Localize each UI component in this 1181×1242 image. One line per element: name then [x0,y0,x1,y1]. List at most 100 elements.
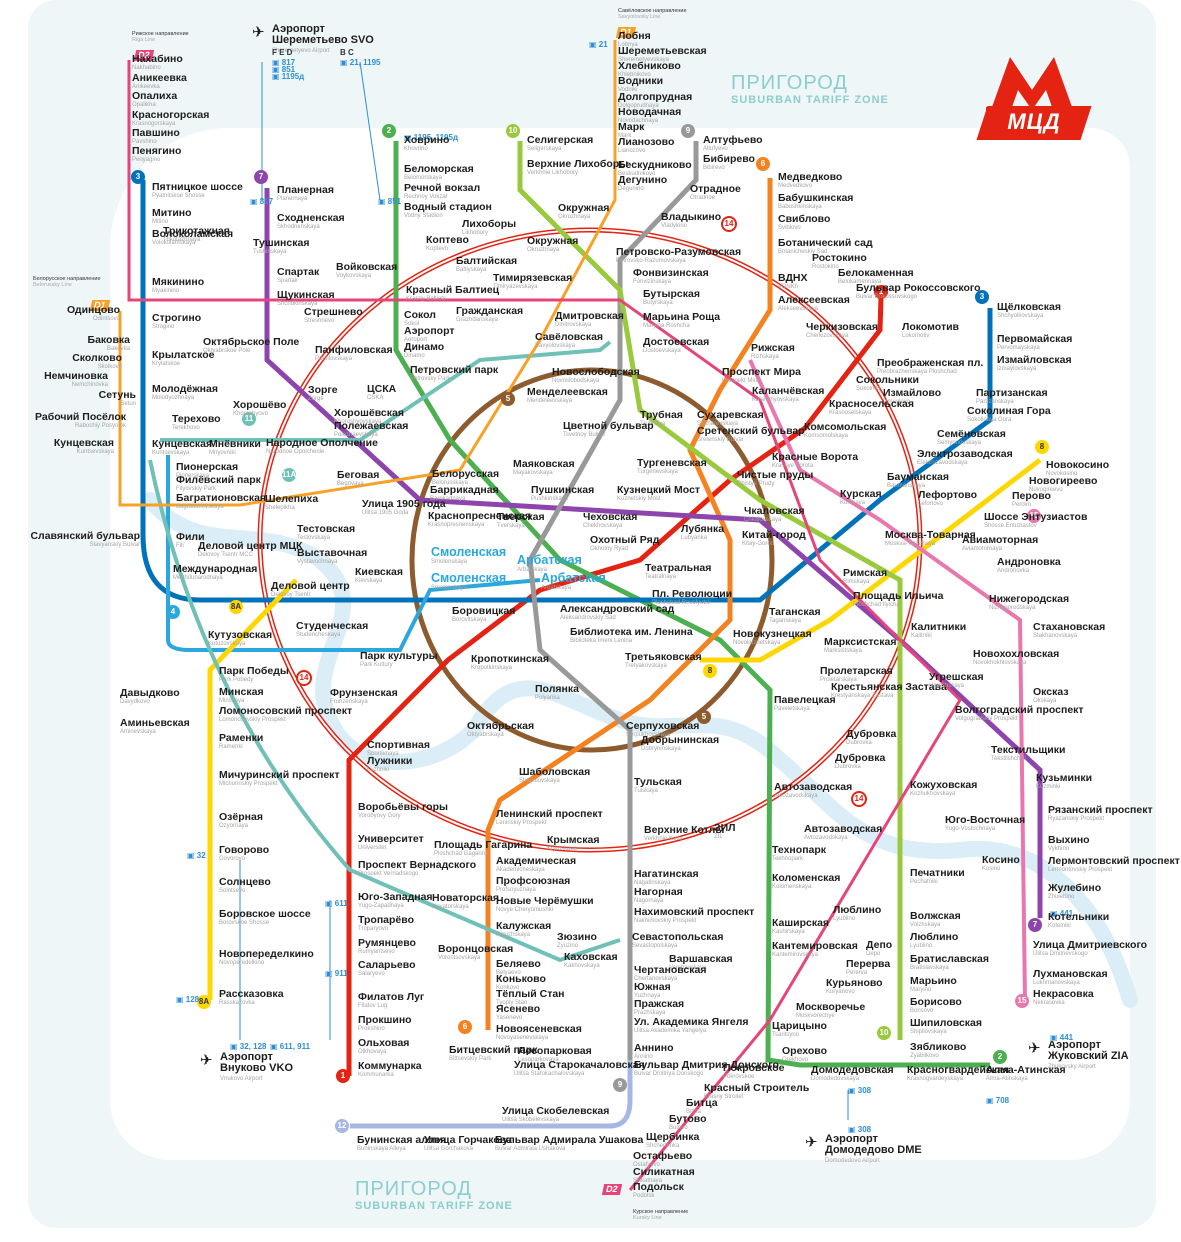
station-preobrazhenskaya-ploshchad[interactable]: Преображенская пл.Preobrazhenskaya Plosh… [877,358,983,376]
